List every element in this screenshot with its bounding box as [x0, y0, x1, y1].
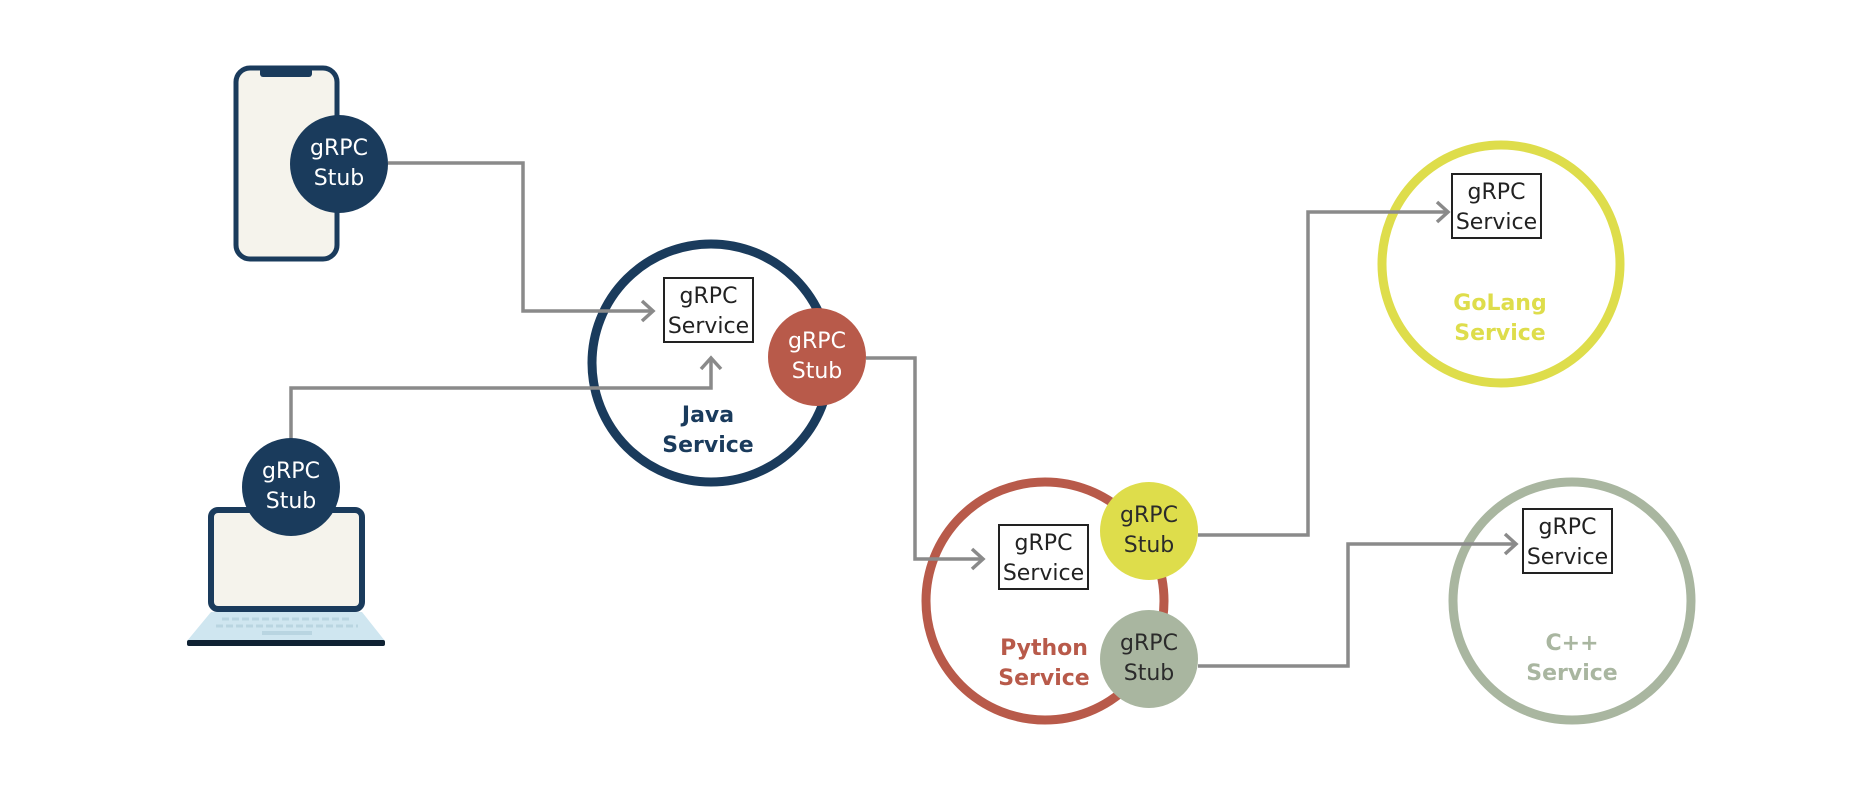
laptop-stub-label: gRPC Stub — [241, 457, 341, 517]
arrow-laptop-to-java — [289, 355, 723, 440]
golang-box-line1: gRPC — [1467, 180, 1526, 205]
cpp-name-line1: C++ — [1545, 631, 1599, 656]
golang-grpc-service-box: gRPC Service — [1451, 173, 1542, 239]
phone-stub-line2: Stub — [313, 166, 365, 191]
python-name-line2: Service — [998, 666, 1090, 691]
golang-service-name: GoLang Service — [1400, 289, 1600, 349]
laptop-grpc-stub — [242, 438, 340, 536]
golang-service-ring — [1377, 140, 1625, 388]
smartphone-icon — [233, 65, 340, 262]
python-service-name: Python Service — [944, 634, 1144, 694]
java-stub-line1: gRPC — [788, 329, 846, 354]
phone-grpc-stub — [290, 115, 388, 213]
golang-name-line2: Service — [1454, 321, 1546, 346]
arrow-python-to-golang — [1198, 200, 1451, 537]
python-box-line2: Service — [1002, 561, 1085, 586]
laptop-stub-line2: Stub — [265, 489, 317, 514]
java-stub-line2: Stub — [791, 359, 843, 384]
python-box-line1: gRPC — [1014, 531, 1073, 556]
python-service-ring — [921, 477, 1169, 725]
python-stub-cpp-line2: Stub — [1123, 661, 1175, 686]
cpp-service-ring — [1448, 477, 1696, 725]
cpp-name-line2: Service — [1526, 661, 1618, 686]
arrow-python-to-cpp — [1198, 532, 1519, 668]
python-stub-cpp-line1: gRPC — [1120, 631, 1178, 656]
java-name-line2: Service — [662, 433, 754, 458]
cpp-box-line1: gRPC — [1538, 515, 1597, 540]
phone-stub-line1: gRPC — [310, 136, 368, 161]
phone-stub-label: gRPC Stub — [289, 134, 389, 194]
arrow-phone-to-java — [388, 161, 656, 323]
java-name-line1: Java — [681, 403, 735, 428]
cpp-box-line2: Service — [1526, 545, 1609, 570]
cpp-grpc-service-box: gRPC Service — [1522, 508, 1613, 574]
python-stub-cpp-label: gRPC Stub — [1099, 629, 1199, 689]
python-name-line1: Python — [1000, 636, 1088, 661]
java-stub-label: gRPC Stub — [767, 327, 867, 387]
python-stub-golang-line2: Stub — [1123, 533, 1175, 558]
java-grpc-stub — [768, 308, 866, 406]
java-box-line1: gRPC — [679, 284, 738, 309]
golang-name-line1: GoLang — [1453, 291, 1547, 316]
python-stub-golang-line1: gRPC — [1120, 503, 1178, 528]
golang-box-line2: Service — [1455, 210, 1538, 235]
java-grpc-service-box: gRPC Service — [663, 277, 754, 343]
python-stub-golang-label: gRPC Stub — [1099, 501, 1199, 561]
cpp-service-name: C++ Service — [1472, 629, 1672, 689]
laptop-stub-line1: gRPC — [262, 459, 320, 484]
python-grpc-stub-golang — [1100, 482, 1198, 580]
java-service-name: Java Service — [608, 401, 808, 461]
python-grpc-service-box: gRPC Service — [998, 524, 1089, 590]
arrow-java-to-python — [866, 356, 986, 571]
python-grpc-stub-cpp — [1100, 610, 1198, 708]
java-box-line2: Service — [667, 314, 750, 339]
